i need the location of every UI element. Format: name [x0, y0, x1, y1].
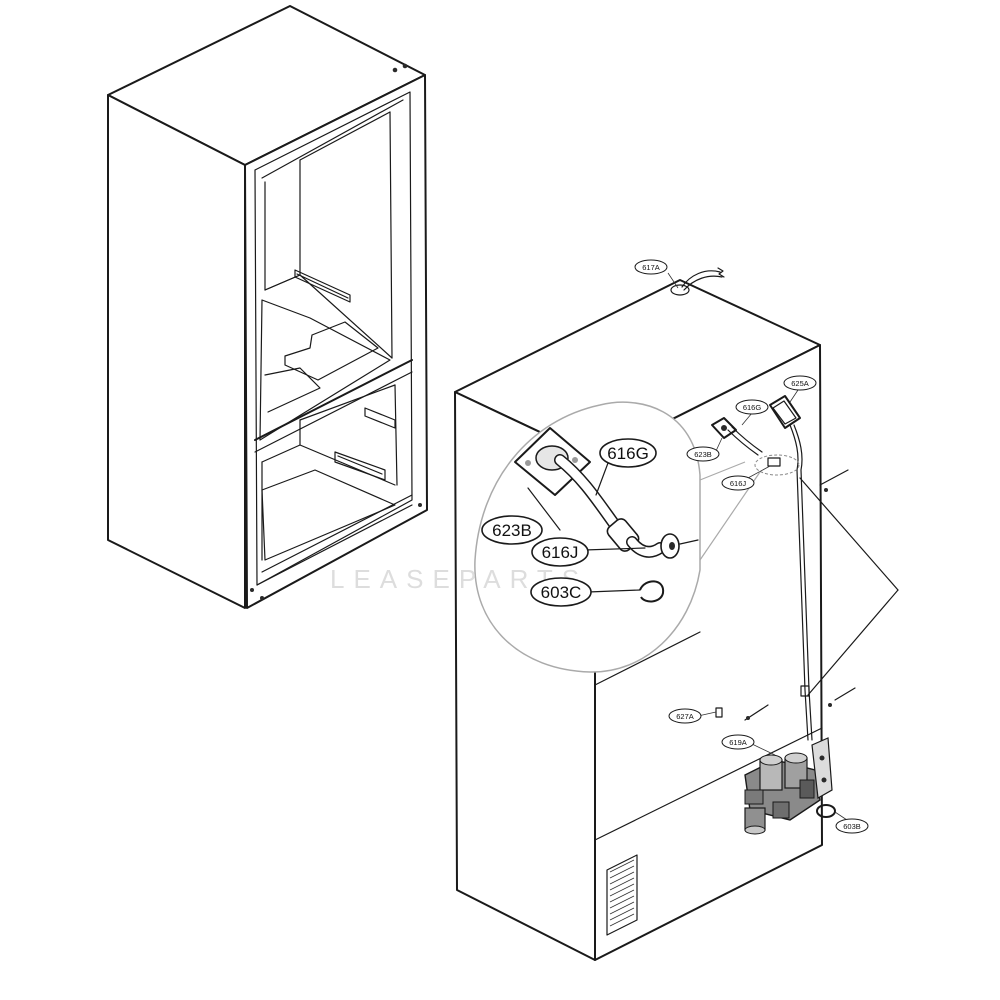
vent-grille: [606, 854, 638, 936]
detail-magnifier: [474, 401, 761, 673]
callout-627A: 627A: [668, 708, 702, 724]
callout-603C-large: 603C: [530, 577, 592, 607]
callout-623B-small: 623B: [686, 446, 720, 462]
callout-603B: 603B: [835, 818, 869, 834]
callout-619A: 619A: [721, 734, 755, 750]
callout-label: 603C: [541, 583, 582, 602]
callout-label: 619A: [729, 738, 747, 747]
callout-617A: 617A: [634, 259, 668, 275]
front-cabinet: [107, 5, 428, 609]
callout-623B-large: 623B: [481, 515, 543, 545]
callout-label: 623B: [694, 450, 712, 459]
callout-625A: 625A: [783, 375, 817, 391]
callout-label: 617A: [642, 263, 660, 272]
callout-label: 603B: [843, 822, 861, 831]
callout-616G-small: 616G: [735, 399, 769, 415]
callout-label: 616G: [743, 403, 762, 412]
callout-label: 625A: [791, 379, 809, 388]
callout-616G-large: 616G: [599, 438, 657, 468]
callout-label: 616J: [542, 543, 579, 562]
callout-label: 616G: [607, 444, 649, 463]
callout-616J-small: 616J: [721, 475, 755, 491]
water-valve-assembly: [744, 737, 836, 835]
callout-label: 623B: [492, 521, 532, 540]
callout-616J-large: 616J: [531, 537, 589, 567]
callout-label: 627A: [676, 712, 694, 721]
callout-label: 616J: [730, 479, 747, 488]
